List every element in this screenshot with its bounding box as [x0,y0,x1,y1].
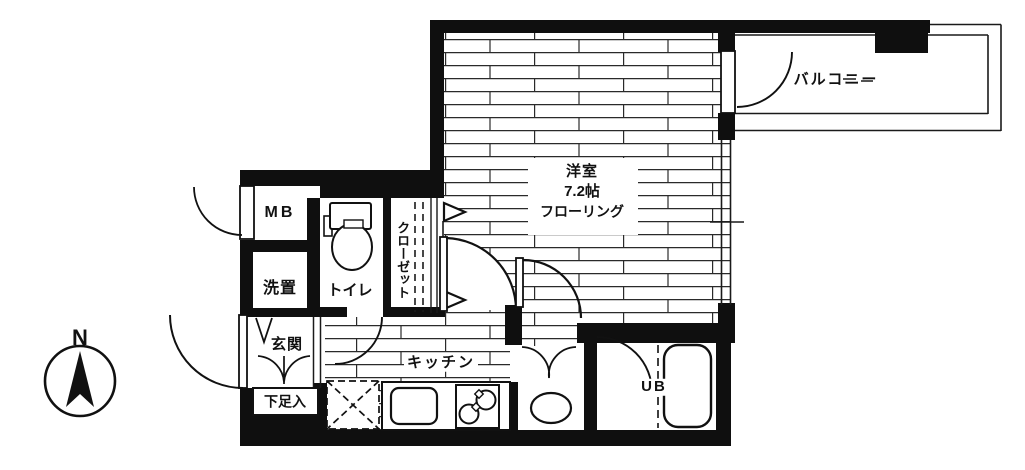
entrance-kitchen-partition [312,317,322,388]
closet-bifold-door-icon [442,201,468,223]
balcony-door-arc [736,51,793,108]
fridge-space-icon [326,380,380,430]
wall-kitchen-powder [510,382,518,430]
toilet-door-arc [334,316,383,365]
balcony-fence [735,23,1002,132]
compass-north-label: N [72,324,88,350]
living-door-leaf [439,236,448,312]
wall-right-bottom [716,330,731,446]
shoe-box-label: 下足入 [264,393,306,410]
closet-door-track [430,198,438,313]
bathtub-icon [662,343,713,429]
living-door-arc [445,236,518,311]
room-label-backdrop [528,158,638,235]
wall-entrance-top [240,308,320,317]
living-door2-arc [522,258,583,319]
wall-toilet-closet [383,198,391,313]
meter-box-label: MB [264,204,296,222]
entrance-door-stop-mark [255,317,273,345]
burner-knob-mark [473,388,485,400]
wall-toilet-bottom-left [320,307,347,317]
living-room-size: 7.2帖 [564,182,600,200]
doors [169,50,793,393]
living-room-floor-extension [522,330,577,346]
mb-door-leaf [239,185,255,240]
entrance-door-arc [169,314,244,389]
entrance-label: 玄関 [270,335,304,353]
wall-door-post [505,305,522,345]
toilet-label: トイレ [327,281,373,299]
window [710,140,744,305]
kitchen-sink-icon [389,386,439,426]
unit-bath-label: UB [638,378,670,396]
wall-closet-top [383,186,444,198]
laundry-label: 洗置 [262,280,298,298]
wall-living-left [430,20,444,198]
shoe-cabinet-doors-arc [257,355,311,385]
compass-icon [43,344,117,418]
wall-top-right-block [875,33,928,53]
balcony-door-leaf [720,50,736,114]
wall-ub-top [577,323,731,343]
mb-door-arc [193,186,243,236]
washbasin-icon [529,391,573,425]
wall-mb-laundry-divider [240,240,307,252]
wall-balcony-pillar-upper [718,20,735,52]
wall-wetblock-top [240,170,444,186]
wall-closet-bottom [383,307,445,317]
wall-left [240,240,253,317]
living-room-floor-type: フローリング [540,203,624,220]
living-door2-leaf [515,257,524,308]
burner-knob-mark-2 [470,401,482,413]
balcony-label: バルコニー [793,70,879,88]
entrance-door-leaf [238,314,248,389]
door-swing-clear-area [446,238,516,310]
wall-toilet-top [320,186,383,198]
wall-toilet-left [307,198,320,317]
living-room-name: 洋室 [565,162,599,180]
kitchen-label: キッチン [403,354,479,372]
wall-powder-ub [584,343,597,430]
wall-bottom [240,430,731,446]
wall-balcony-pillar-lower [718,113,735,140]
wall-window-bottom [718,303,735,343]
toilet-icon [323,202,373,271]
shoe-box [252,387,319,416]
wall-top [430,20,930,33]
walls [240,20,930,446]
compass-north-arrow [66,351,94,407]
closet-label: クローゼット [395,221,411,299]
powder-room-doors-arc [521,346,577,379]
